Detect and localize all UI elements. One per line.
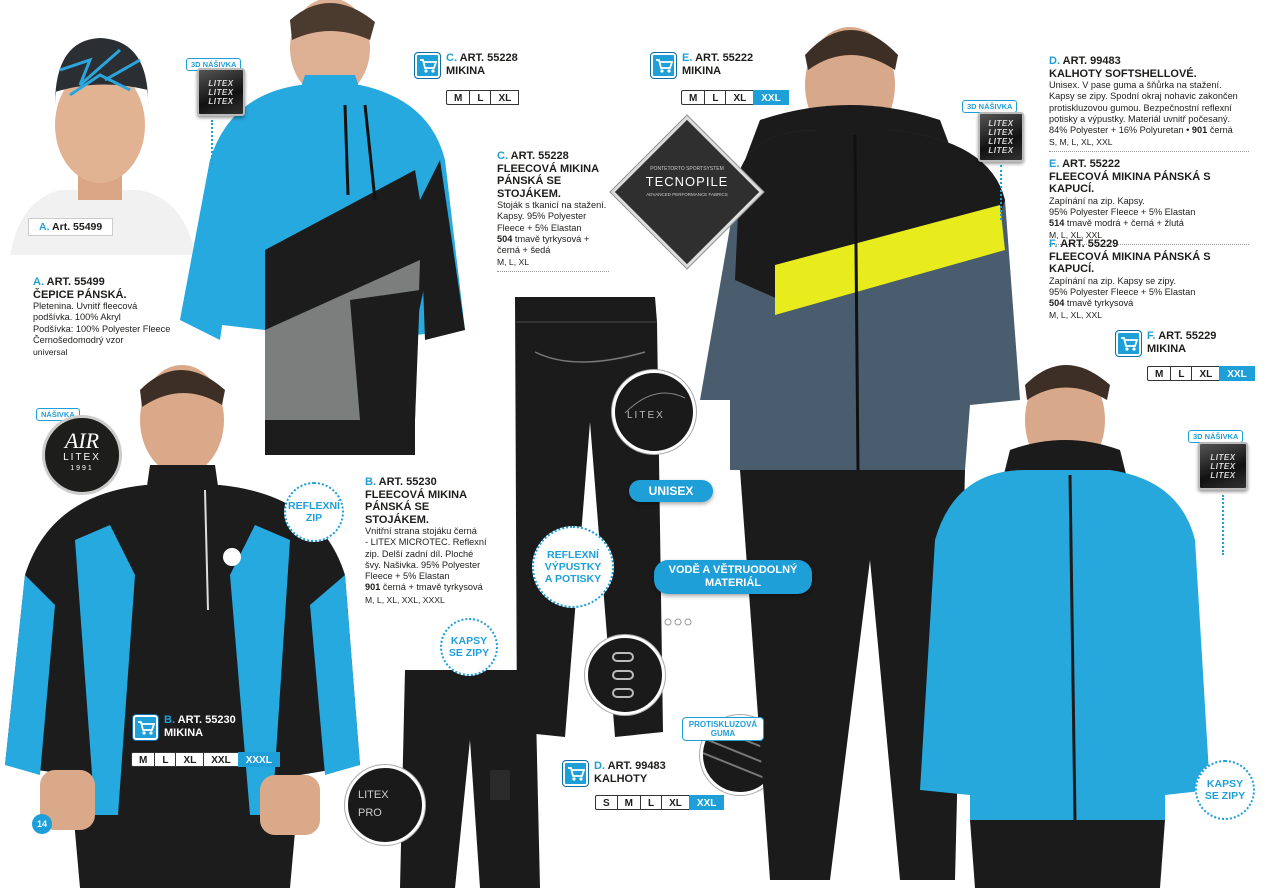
- feature-reflexni-vypustky: REFLEXNÍ VÝPUSTKY A POTISKY: [532, 526, 614, 608]
- product-c-sizes: M L XL: [446, 90, 520, 105]
- size-chip[interactable]: M: [131, 752, 155, 767]
- product-a-description: A. ART. 55499 ČEPICE PÁNSKÁ. Pletenina. …: [33, 276, 171, 358]
- size-chip[interactable]: XXL: [688, 795, 725, 810]
- dotted-pointer: [1000, 165, 1002, 220]
- photo-a-label: A. Art. 55499: [28, 218, 114, 236]
- cart-icon[interactable]: [1115, 330, 1142, 357]
- size-chip[interactable]: XL: [175, 752, 204, 767]
- feature-vode-vetru: VODĚ A VĚTRUODOLNÝ MATERIÁL: [654, 560, 812, 594]
- size-chip[interactable]: M: [1147, 366, 1171, 381]
- size-chip[interactable]: XXXL: [237, 752, 280, 767]
- feature-protiskluzova: PROTISKLUZOVÁ GUMA: [682, 717, 764, 741]
- dotted-pointer: [1222, 495, 1224, 555]
- size-chip[interactable]: XL: [661, 795, 689, 810]
- size-chip[interactable]: M: [446, 90, 470, 105]
- size-chip[interactable]: XXL: [1219, 366, 1255, 381]
- cart-icon[interactable]: [650, 52, 677, 79]
- size-chip[interactable]: XXL: [753, 90, 789, 105]
- product-f-description: F. ART. 55229 FLEECOVÁ MIKINA PÁNSKÁ S K…: [1049, 238, 1211, 321]
- product-b-description: B. ART. 55230 FLEECOVÁ MIKINA PÁNSKÁ SE …: [365, 476, 487, 605]
- photo-kalhoty-d-detail: [395, 670, 545, 888]
- size-chip[interactable]: L: [1170, 366, 1192, 381]
- airlitex-logo: AIR LITEX 1991: [42, 415, 122, 495]
- size-chip[interactable]: M: [681, 90, 705, 105]
- detail-reflective-circle: [585, 635, 665, 715]
- svg-text:LITEX: LITEX: [358, 789, 389, 801]
- photo-mikina-e-model: [700, 0, 1030, 888]
- size-chip[interactable]: L: [154, 752, 176, 767]
- size-chip[interactable]: M: [616, 795, 641, 810]
- product-d-sizes: S M L XL XXL: [595, 795, 725, 810]
- svg-text:LITEX: LITEX: [627, 410, 665, 421]
- product-e-sizes: M L XL XXL: [681, 90, 789, 105]
- size-chip[interactable]: L: [469, 90, 491, 105]
- photo-beanie-model: [0, 30, 200, 255]
- feature-reflexni-zip: REFLEXNÍ ZIP: [284, 482, 344, 542]
- product-b-sizes: M L XL XXL XXXL: [131, 752, 280, 767]
- size-chip[interactable]: XL: [490, 90, 520, 105]
- size-chip[interactable]: XL: [1191, 366, 1220, 381]
- feature-kapsy-se-zipy: KAPSY SE ZIPY: [440, 618, 498, 676]
- cart-icon[interactable]: [414, 52, 441, 79]
- size-chip[interactable]: L: [704, 90, 726, 105]
- photo-mikina-c-model: [170, 0, 475, 455]
- product-c-description: C. ART. 55228 FLEECOVÁ MIKINA PÁNSKÁ SE …: [497, 150, 609, 272]
- svg-text:PRO: PRO: [358, 807, 382, 819]
- size-chip[interactable]: S: [595, 795, 617, 810]
- detail-print-circle: LITEX PRO: [345, 765, 425, 845]
- photo-mikina-f-model: [915, 340, 1215, 888]
- feature-unisex: UNISEX: [629, 480, 713, 502]
- cart-icon[interactable]: [562, 760, 589, 787]
- product-e-description: E. ART. 55222 FLEECOVÁ MIKINA PÁNSKÁ S K…: [1049, 158, 1249, 245]
- cart-icon[interactable]: [132, 714, 159, 741]
- dotted-pointer: [211, 120, 213, 165]
- photo-mikina-b-model: [0, 345, 365, 888]
- feature-kapsy-se-zipy-f: KAPSY SE ZIPY: [1195, 760, 1255, 820]
- detail-litex-logo-circle: LITEX: [612, 370, 696, 454]
- tecnopile-text: PONTETORTO SPORTSYSTEM TECNOPILE ADVANCE…: [645, 166, 729, 197]
- product-f-sizes: M L XL XXL: [1147, 366, 1255, 381]
- product-d-description: D. ART. 99483 KALHOTY SOFTSHELLOVÉ. Unis…: [1049, 55, 1249, 152]
- size-chip[interactable]: XXL: [203, 752, 238, 767]
- size-chip[interactable]: XL: [725, 90, 754, 105]
- page-number: 14: [32, 814, 52, 834]
- size-chip[interactable]: L: [640, 795, 662, 810]
